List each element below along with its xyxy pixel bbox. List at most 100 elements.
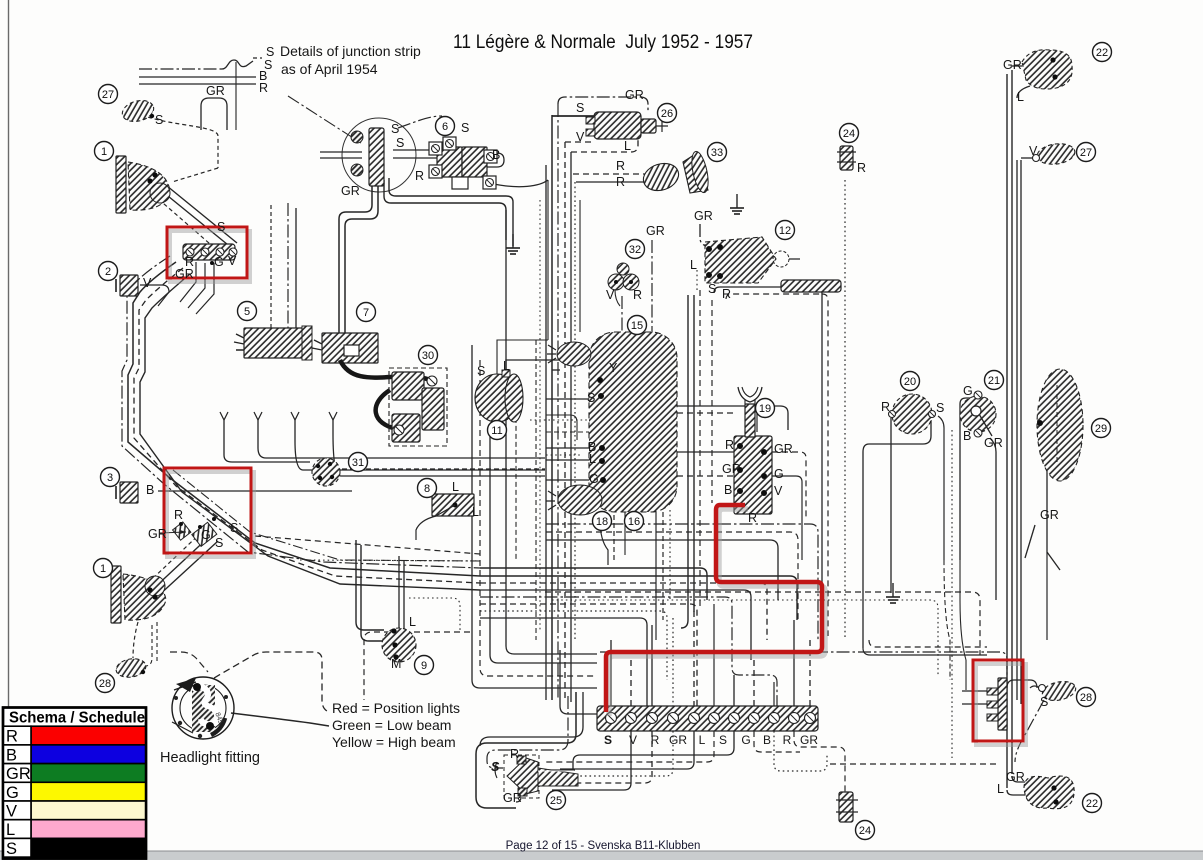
svg-text:R: R xyxy=(185,255,194,269)
svg-text:G: G xyxy=(774,467,784,481)
svg-text:GR: GR xyxy=(503,791,522,805)
svg-text:12: 12 xyxy=(779,225,791,237)
svg-text:V: V xyxy=(143,276,152,290)
svg-text:R: R xyxy=(616,159,625,173)
svg-text:25: 25 xyxy=(550,795,562,807)
svg-text:30: 30 xyxy=(422,350,434,362)
svg-text:R: R xyxy=(783,733,792,747)
svg-text:29: 29 xyxy=(1095,423,1107,435)
svg-text:Green = Low beam: Green = Low beam xyxy=(332,717,451,733)
svg-text:24: 24 xyxy=(843,128,855,140)
svg-text:18: 18 xyxy=(596,516,608,528)
svg-text:R: R xyxy=(722,287,731,301)
svg-text:33: 33 xyxy=(711,147,723,159)
svg-text:S: S xyxy=(264,58,272,72)
svg-text:S: S xyxy=(587,391,595,405)
svg-text:as of April 1954: as of April 1954 xyxy=(281,61,378,77)
svg-text:G: G xyxy=(6,784,19,802)
svg-text:28: 28 xyxy=(1080,692,1092,704)
svg-text:R: R xyxy=(725,438,734,452)
svg-text:S: S xyxy=(230,521,238,535)
svg-text:L: L xyxy=(997,782,1004,796)
svg-text:G: G xyxy=(214,255,224,269)
svg-text:V: V xyxy=(576,130,585,144)
svg-text:1: 1 xyxy=(101,146,107,158)
svg-text:GR: GR xyxy=(800,733,818,747)
svg-text:GR: GR xyxy=(148,527,167,541)
svg-text:21: 21 xyxy=(988,375,1000,387)
svg-text:S: S xyxy=(719,733,727,747)
svg-text:V: V xyxy=(606,288,615,302)
svg-text:G: G xyxy=(741,733,750,747)
svg-text:R: R xyxy=(174,508,183,522)
svg-text:L: L xyxy=(472,505,479,519)
svg-text:V: V xyxy=(629,733,637,747)
svg-text:B: B xyxy=(588,440,596,454)
svg-text:V: V xyxy=(774,484,783,498)
svg-text:5: 5 xyxy=(244,306,250,318)
svg-text:GR: GR xyxy=(722,462,741,476)
svg-text:L: L xyxy=(589,452,596,466)
svg-text:M: M xyxy=(391,657,401,671)
svg-text:GR: GR xyxy=(206,84,225,98)
svg-text:S: S xyxy=(461,121,469,135)
svg-text:R: R xyxy=(633,288,642,302)
svg-text:B: B xyxy=(724,483,732,497)
svg-text:GR: GR xyxy=(694,209,713,223)
svg-text:S: S xyxy=(708,282,716,296)
svg-text:Y: Y xyxy=(609,361,618,375)
svg-text:Yellow = High beam: Yellow = High beam xyxy=(332,734,456,750)
svg-text:Page 12 of 15 - Svenska B11-K: Page 12 of 15 - Svenska B11-Klubben xyxy=(506,840,701,852)
svg-text:R: R xyxy=(259,81,268,95)
svg-text:GR: GR xyxy=(1040,508,1059,522)
svg-text:R: R xyxy=(6,728,18,746)
svg-text:S: S xyxy=(576,101,584,115)
svg-text:B: B xyxy=(146,483,154,497)
svg-text:11: 11 xyxy=(491,425,502,437)
svg-text:8: 8 xyxy=(424,483,430,495)
svg-text:R: R xyxy=(616,175,625,189)
svg-text:V: V xyxy=(1029,144,1038,158)
svg-text:L: L xyxy=(6,821,15,839)
svg-text:G: G xyxy=(589,472,599,486)
svg-text:19: 19 xyxy=(759,403,771,415)
svg-text:S: S xyxy=(215,536,223,550)
svg-text:R: R xyxy=(510,747,519,761)
svg-text:27: 27 xyxy=(1080,147,1092,159)
svg-text:28: 28 xyxy=(99,678,111,690)
svg-text:V: V xyxy=(6,803,17,821)
svg-text:R: R xyxy=(748,511,757,525)
svg-text:L: L xyxy=(452,480,459,494)
svg-text:V: V xyxy=(228,254,237,268)
svg-text:S: S xyxy=(936,401,944,415)
svg-text:Red = Position lights: Red = Position lights xyxy=(332,700,460,716)
svg-text:S: S xyxy=(266,45,274,59)
svg-text:16: 16 xyxy=(628,516,640,528)
svg-text:GR: GR xyxy=(669,733,687,747)
svg-text:GR: GR xyxy=(1006,770,1025,784)
svg-text:20: 20 xyxy=(904,376,916,388)
svg-text:GR: GR xyxy=(625,88,644,102)
svg-text:1: 1 xyxy=(100,563,106,575)
svg-text:R: R xyxy=(857,161,866,175)
svg-text:G: G xyxy=(963,384,973,398)
svg-text:Headlight fitting: Headlight fitting xyxy=(160,750,260,766)
svg-text:R: R xyxy=(881,400,890,414)
svg-text:31: 31 xyxy=(352,457,364,469)
svg-text:B: B xyxy=(259,69,267,83)
svg-text:6: 6 xyxy=(442,121,448,133)
svg-text:7: 7 xyxy=(363,307,369,319)
svg-text:B: B xyxy=(6,746,17,764)
svg-text:15: 15 xyxy=(631,320,643,332)
svg-text:GR: GR xyxy=(984,436,1003,450)
svg-text:L: L xyxy=(1017,90,1024,104)
svg-text:S: S xyxy=(6,840,17,858)
svg-text:GR: GR xyxy=(341,184,360,198)
svg-text:9: 9 xyxy=(421,660,427,672)
svg-text:R: R xyxy=(415,169,424,183)
svg-text:3: 3 xyxy=(107,472,113,484)
svg-text:GR: GR xyxy=(774,442,793,456)
svg-text:L: L xyxy=(690,258,697,272)
svg-text:22: 22 xyxy=(1096,47,1108,59)
svg-text:S: S xyxy=(217,220,225,234)
